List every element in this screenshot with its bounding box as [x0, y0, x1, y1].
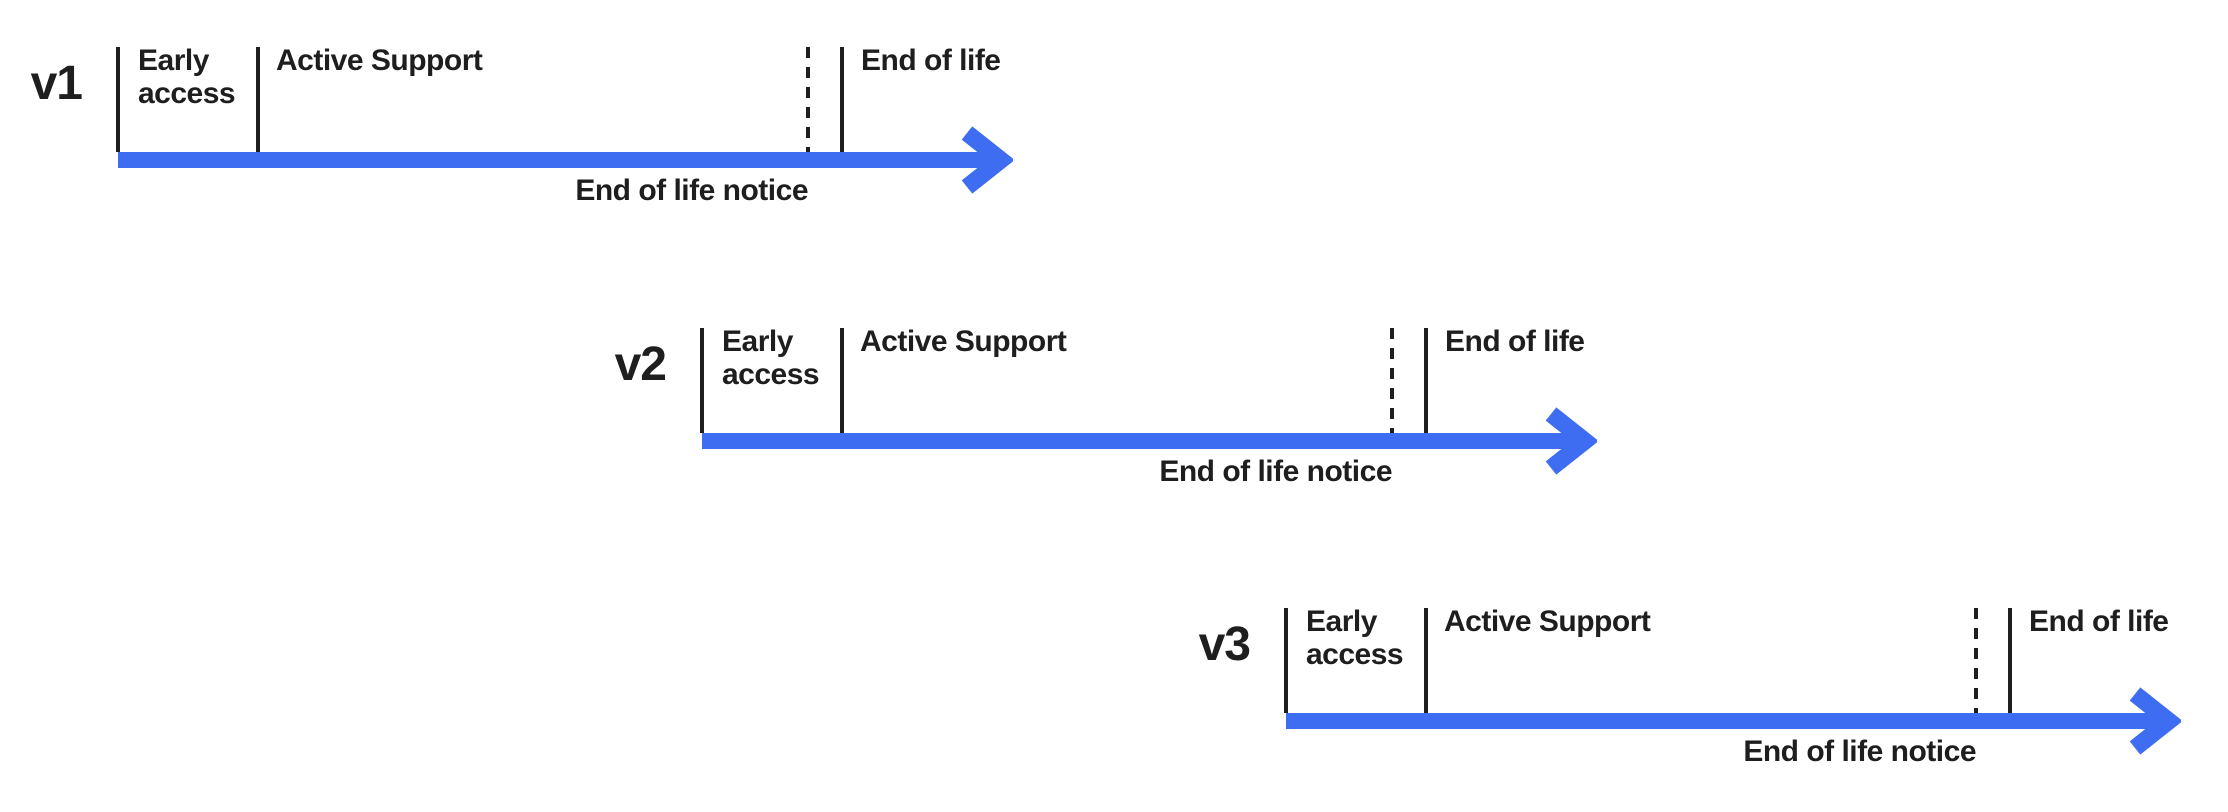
- early-access-tick: [116, 47, 120, 152]
- active-support-label: Active Support: [860, 325, 1067, 358]
- timeline-arrow-bar: [118, 152, 996, 168]
- end-of-life-notice-label: End of life notice: [1159, 455, 1392, 488]
- early-access-tick: [700, 328, 704, 433]
- eol-notice-dashed-tick: [1974, 608, 1978, 713]
- timeline-arrow-bar: [1286, 713, 2164, 729]
- end-of-life-tick: [2008, 608, 2012, 713]
- version-label-v2: v2: [614, 338, 667, 391]
- active-support-tick: [256, 47, 260, 152]
- version-label-v1: v1: [30, 57, 83, 110]
- end-of-life-notice-label: End of life notice: [1743, 735, 1976, 768]
- timeline-v1: v1 Early access Active Support End of li…: [31, 44, 1058, 277]
- end-of-life-label: End of life: [861, 44, 1001, 77]
- active-support-tick: [840, 328, 844, 433]
- timeline-v3: v3 Early access Active Support End of li…: [1199, 605, 2226, 812]
- end-of-life-notice-label: End of life notice: [575, 174, 808, 207]
- early-access-tick: [1284, 608, 1288, 713]
- early-access-label: Early access: [722, 325, 820, 391]
- arrow-right-icon: [961, 126, 1013, 194]
- active-support-label: Active Support: [276, 44, 483, 77]
- timeline-v2: v2 Early access Active Support End of li…: [615, 325, 1642, 558]
- end-of-life-tick: [1424, 328, 1428, 433]
- end-of-life-label: End of life: [1445, 325, 1585, 358]
- arrow-right-icon: [1545, 407, 1597, 475]
- early-access-label: Early access: [1306, 605, 1404, 671]
- arrow-right-icon: [2129, 687, 2181, 755]
- version-label-v3: v3: [1198, 618, 1251, 671]
- early-access-label: Early access: [138, 44, 236, 110]
- timeline-arrow-bar: [702, 433, 1580, 449]
- end-of-life-label: End of life: [2029, 605, 2169, 638]
- eol-notice-dashed-tick: [806, 47, 810, 152]
- eol-notice-dashed-tick: [1390, 328, 1394, 433]
- end-of-life-tick: [840, 47, 844, 152]
- active-support-label: Active Support: [1444, 605, 1651, 638]
- active-support-tick: [1424, 608, 1428, 713]
